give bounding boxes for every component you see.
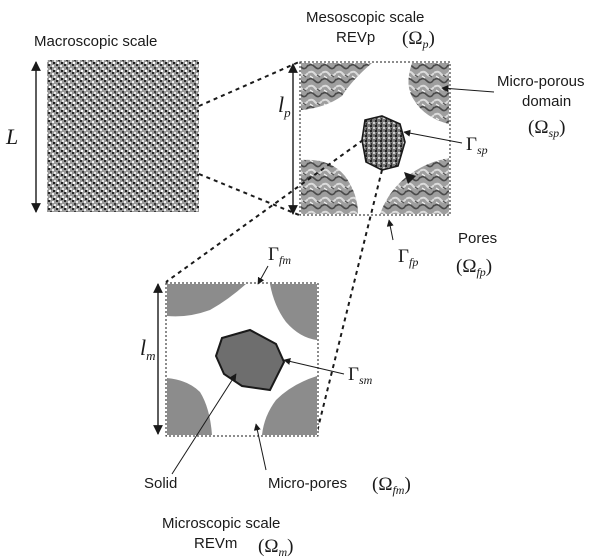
solid-pointer bbox=[171, 373, 237, 475]
micro-solid-top-left bbox=[167, 284, 246, 317]
microscopic-omega: (Ωm) bbox=[258, 536, 293, 559]
micro-solid-bottom-right bbox=[262, 376, 317, 435]
mesoscopic-title-line2: REVp bbox=[336, 29, 375, 46]
zoom-line-micro-right bbox=[315, 169, 383, 437]
microscopic-panel: lm Γfm Γsm Solid Micro-pores (Ωfm) Micro… bbox=[140, 244, 411, 559]
zoom-line-bottom bbox=[198, 173, 300, 216]
omega-fm-label: (Ωfm) bbox=[372, 474, 411, 497]
length-lm-label: lm bbox=[140, 335, 156, 363]
solid-label: Solid bbox=[144, 475, 177, 492]
length-lp-label: lp bbox=[278, 92, 291, 120]
gamma-sp-pointer bbox=[403, 129, 463, 144]
micropores-pointer bbox=[253, 423, 267, 471]
gamma-sm-pointer bbox=[283, 358, 345, 375]
microporous-domain-bottom-right bbox=[380, 158, 449, 214]
macroscopic-sample-image bbox=[47, 60, 199, 212]
microporous-pointer bbox=[441, 84, 495, 93]
microporous-label-line1: Micro-porous bbox=[497, 73, 585, 90]
pores-label: Pores bbox=[458, 230, 497, 247]
micro-solid-bottom-left bbox=[167, 378, 212, 435]
zoom-line-micro-left bbox=[165, 139, 364, 283]
macroscopic-panel: Macroscopic scale L bbox=[5, 33, 199, 213]
gamma-sp-label: Γsp bbox=[466, 134, 488, 157]
length-L-label: L bbox=[5, 124, 18, 149]
meso-solid-grain bbox=[361, 115, 406, 171]
gamma-fm-pointer bbox=[257, 265, 269, 285]
omega-fp-label: (Ωfp) bbox=[456, 256, 492, 279]
gamma-sm-label: Γsm bbox=[348, 364, 373, 387]
mesoscopic-title-line1: Mesoscopic scale bbox=[306, 9, 424, 26]
macroscopic-title: Macroscopic scale bbox=[34, 33, 157, 50]
microporous-label-line2: domain bbox=[522, 93, 571, 110]
microscopic-title-line1: Microscopic scale bbox=[162, 515, 280, 532]
microporous-domain-top-left bbox=[301, 63, 372, 110]
microscopic-title-line2: REVm bbox=[194, 535, 237, 552]
pores-inner-arrowhead bbox=[404, 172, 416, 184]
mesoscopic-omega: (Ωp) bbox=[402, 28, 435, 51]
gamma-fp-pointer bbox=[386, 219, 394, 241]
zoom-line-top bbox=[198, 61, 300, 107]
micro-solid-top-right bbox=[270, 284, 317, 340]
omega-sp-label: (Ωsp) bbox=[528, 117, 565, 140]
gamma-fp-label: Γfp bbox=[398, 246, 418, 269]
microporous-domain-top-right bbox=[408, 63, 449, 124]
mesoscopic-panel: Mesoscopic scale REVp (Ωp) lp Micro-poro… bbox=[278, 9, 585, 279]
gamma-fm-label: Γfm bbox=[268, 244, 291, 267]
micropores-label: Micro-pores bbox=[268, 475, 347, 492]
